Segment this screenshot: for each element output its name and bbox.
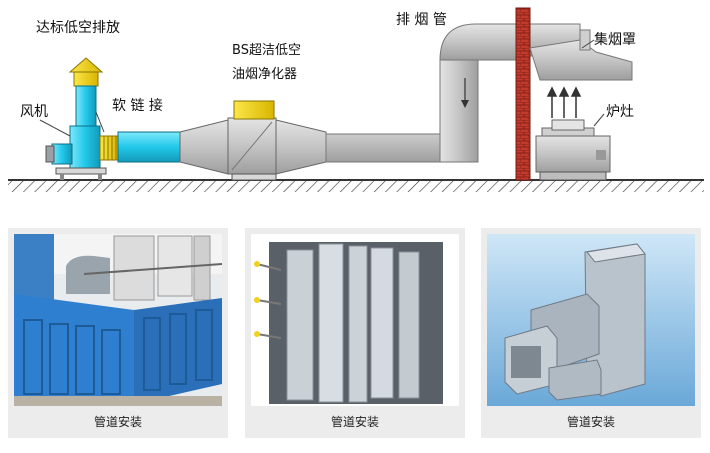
photo-card-1: 管道安装 [8, 228, 228, 438]
vent-outlet [68, 57, 104, 127]
label-fan: 风机 [20, 104, 48, 120]
photo-caption-1: 管道安装 [93, 415, 142, 429]
fan-unit [45, 125, 107, 180]
photo-3 [487, 234, 695, 406]
label-hood: 集烟罩 [594, 31, 636, 48]
purifier [179, 100, 327, 181]
label-vent-outlet: 达标低空排放 [36, 20, 120, 36]
exhaust-system-diagram: 达标低空排放 风机 软 链 接 BS超洁低空 油烟净化器 排 烟 管 集烟罩 炉… [8, 7, 704, 192]
cyan-duct [117, 131, 181, 163]
ground [8, 179, 704, 192]
collecting-hood [529, 29, 633, 81]
label-stove: 炉灶 [606, 104, 634, 120]
photo-caption-3: 管道安装 [566, 415, 615, 429]
label-soft-joint: 软 链 接 [112, 97, 163, 114]
photo-card-2: 管道安装 [245, 228, 465, 438]
soft-joint [99, 135, 119, 161]
label-purifier-line1: BS超洁低空 [232, 43, 301, 58]
label-purifier-line2: 油烟净化器 [232, 67, 297, 82]
photo-1 [14, 234, 222, 406]
photo-caption-2: 管道安装 [330, 415, 379, 429]
label-exhaust-pipe: 排 烟 管 [396, 12, 447, 28]
photo-2 [251, 234, 459, 406]
photo-card-3: 管道安装 [481, 228, 701, 438]
stove [535, 119, 611, 181]
brick-wall [515, 7, 531, 181]
rising-arrows [546, 86, 582, 118]
